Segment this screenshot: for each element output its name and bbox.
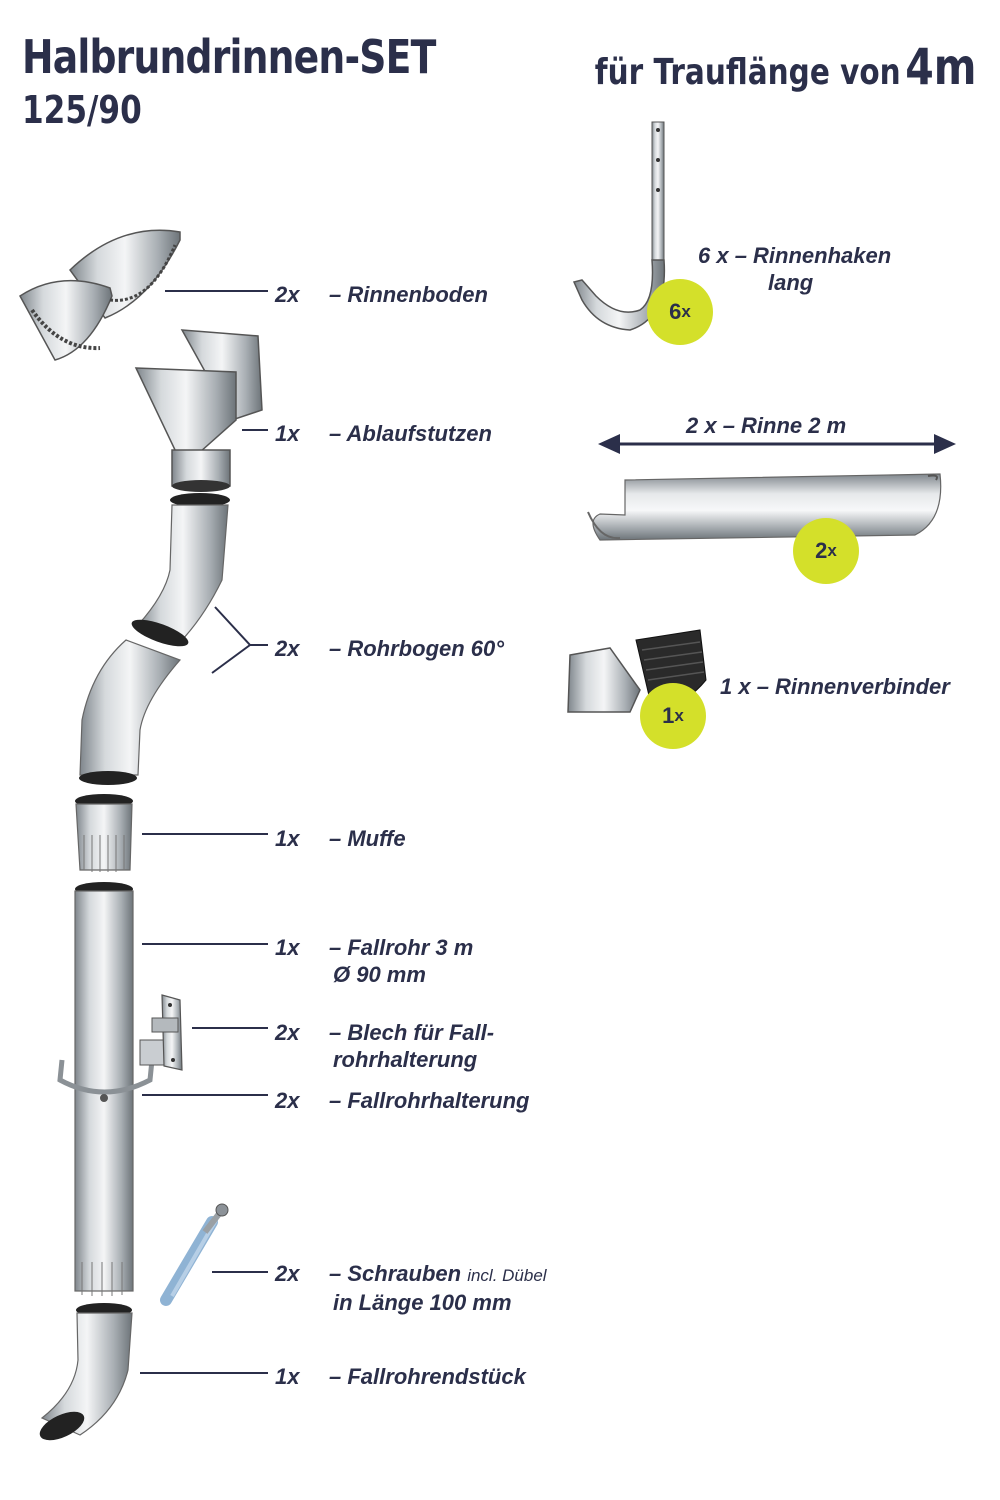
- label-rinnenhaken: 6 x – Rinnenhaken lang: [698, 242, 891, 296]
- part-name: Muffe: [347, 826, 406, 851]
- label-rohrbogen: 2x– Rohrbogen 60°: [275, 636, 505, 661]
- length-value: 4m: [904, 38, 976, 96]
- part-name: Rinnenboden: [347, 282, 488, 307]
- part-name: Blech für Fall-: [347, 1020, 495, 1045]
- label-muffe: 1x– Muffe: [275, 826, 406, 851]
- badge-x: x: [827, 541, 837, 560]
- badge-x: x: [681, 302, 691, 321]
- qty: 2x: [275, 1020, 300, 1045]
- qty: 1x: [275, 1364, 300, 1389]
- page-title: Halbrundrinnen-SET: [22, 30, 436, 84]
- fallrohrendstueck-image: [39, 1303, 133, 1441]
- schraube-image: [160, 1203, 229, 1306]
- rohrbogen-lower-image: [79, 639, 182, 785]
- label-fallrohrhalterung: 2x– Fallrohrhalterung: [275, 1088, 530, 1113]
- qty: 1x: [275, 826, 300, 851]
- part-name: Rohrbogen 60°: [347, 636, 505, 661]
- length-heading: für Trauflänge von 4m: [594, 38, 976, 96]
- qty: 1x: [275, 935, 300, 960]
- part-detail: in Länge 100 mm: [333, 1290, 512, 1315]
- rohrbogen-upper-image: [131, 493, 230, 647]
- label-rinne: 2 x – Rinne 2 m: [686, 412, 846, 439]
- qty: 1x: [275, 421, 300, 446]
- length-prefix: für Trauflänge von: [594, 52, 901, 93]
- page-subtitle: 125/90: [22, 88, 142, 132]
- label-fallrohr: 1x– Fallrohr 3 m Ø 90 mm: [275, 935, 474, 987]
- ablaufstutzen-image: [134, 329, 263, 492]
- blech-image: [151, 994, 183, 1071]
- label-fallrohrendstueck: 1x– Fallrohrendstück: [275, 1364, 526, 1389]
- badge-number: 2: [815, 538, 828, 563]
- part-detail: rohrhalterung: [333, 1047, 478, 1072]
- part-name: Schrauben: [347, 1261, 462, 1286]
- badge-x: x: [674, 706, 684, 725]
- part-name: Fallrohrhalterung: [347, 1088, 530, 1113]
- part-note: incl. Dübel: [467, 1266, 547, 1285]
- part-name: 2 x – Rinne 2 m: [686, 413, 847, 438]
- part-detail: Ø 90 mm: [333, 962, 426, 987]
- label-schrauben: 2x– Schrauben incl. Dübel in Länge 100 m…: [275, 1261, 547, 1315]
- rinnenboden-image: [19, 229, 181, 361]
- label-ablaufstutzen: 1x– Ablaufstutzen: [275, 421, 492, 446]
- qty: 2x: [275, 1261, 300, 1286]
- part-name: Fallrohrendstück: [347, 1364, 526, 1389]
- part-name: Fallrohr 3 m: [347, 935, 474, 960]
- part-name: Ablaufstutzen: [346, 421, 492, 446]
- rinne-length-arrow: [598, 434, 956, 454]
- rinne-image: [587, 473, 942, 541]
- leader-lines: [140, 290, 268, 1374]
- part-detail: lang: [768, 270, 814, 295]
- label-blech: 2x– Blech für Fall- rohrhalterung: [275, 1020, 495, 1072]
- rinnenverbinder-image: [567, 629, 707, 713]
- part-name: 6 x – Rinnenhaken: [698, 243, 892, 268]
- muffe-image: [75, 794, 133, 872]
- qty: 2x: [275, 636, 300, 661]
- badge-number: 6: [669, 299, 682, 324]
- label-rinnenverbinder: 1 x – Rinnenverbinder: [720, 673, 950, 700]
- part-name: 1 x – Rinnenverbinder: [720, 674, 950, 699]
- rinnenhaken-image: [572, 121, 666, 331]
- badge-number: 1: [662, 703, 675, 728]
- label-rinnenboden: 2x– Rinnenboden: [275, 282, 488, 307]
- qty: 2x: [275, 1088, 300, 1113]
- qty: 2x: [275, 282, 300, 307]
